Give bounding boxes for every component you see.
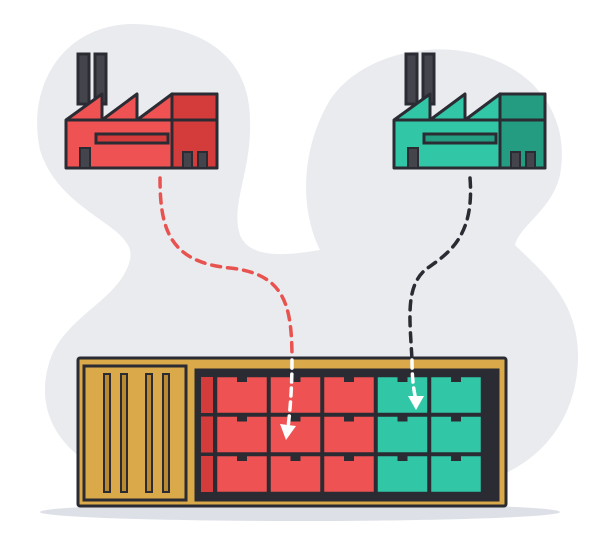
route-path-dark: [408, 176, 473, 362]
arrowhead-icon: [408, 396, 424, 410]
cargo-box: [214, 453, 270, 495]
cargo-box: [321, 414, 377, 455]
cargo-box-partial: [199, 375, 215, 415]
route-path-red: [158, 176, 294, 362]
route-path-inside-red: [286, 358, 294, 430]
cargo-box-tab: [451, 415, 461, 422]
cargo-box-tab: [237, 455, 247, 461]
cargo-box: [214, 374, 270, 416]
cargo-box: [375, 414, 430, 455]
cargo-box-tab: [237, 415, 247, 422]
cargo-box-tab: [451, 455, 461, 461]
cargo-box-tab: [344, 376, 354, 382]
cargo-boxes: [199, 374, 484, 495]
cargo-box-tab: [451, 376, 461, 382]
cargo-box: [428, 414, 484, 455]
factory-icon: [392, 52, 547, 170]
cargo-box-tab: [344, 455, 354, 461]
cargo-box-tab: [290, 376, 301, 382]
door-bar: [103, 373, 111, 493]
cargo-box: [321, 374, 377, 416]
cargo-box: [375, 374, 430, 416]
cargo-box-tab: [290, 455, 301, 461]
cargo-box: [268, 414, 323, 455]
door-bar: [145, 373, 153, 493]
door-bar: [162, 373, 170, 493]
arrowhead-icon: [280, 424, 296, 440]
cargo-box-tab: [344, 415, 354, 422]
cargo-box-partial: [199, 454, 215, 494]
cargo-box-tab: [290, 415, 301, 422]
cargo-box-tab: [237, 376, 247, 382]
cargo-box-tab: [397, 376, 408, 382]
shipping-container-icon: [76, 356, 508, 508]
cargo-box-tab: [397, 455, 408, 461]
cargo-box-partial: [199, 414, 215, 455]
door-bar: [120, 373, 128, 493]
cargo-box: [214, 414, 270, 455]
cargo-box-tab: [397, 415, 408, 422]
factory-icon: [64, 52, 219, 170]
route-path-inside-dark: [410, 358, 418, 402]
